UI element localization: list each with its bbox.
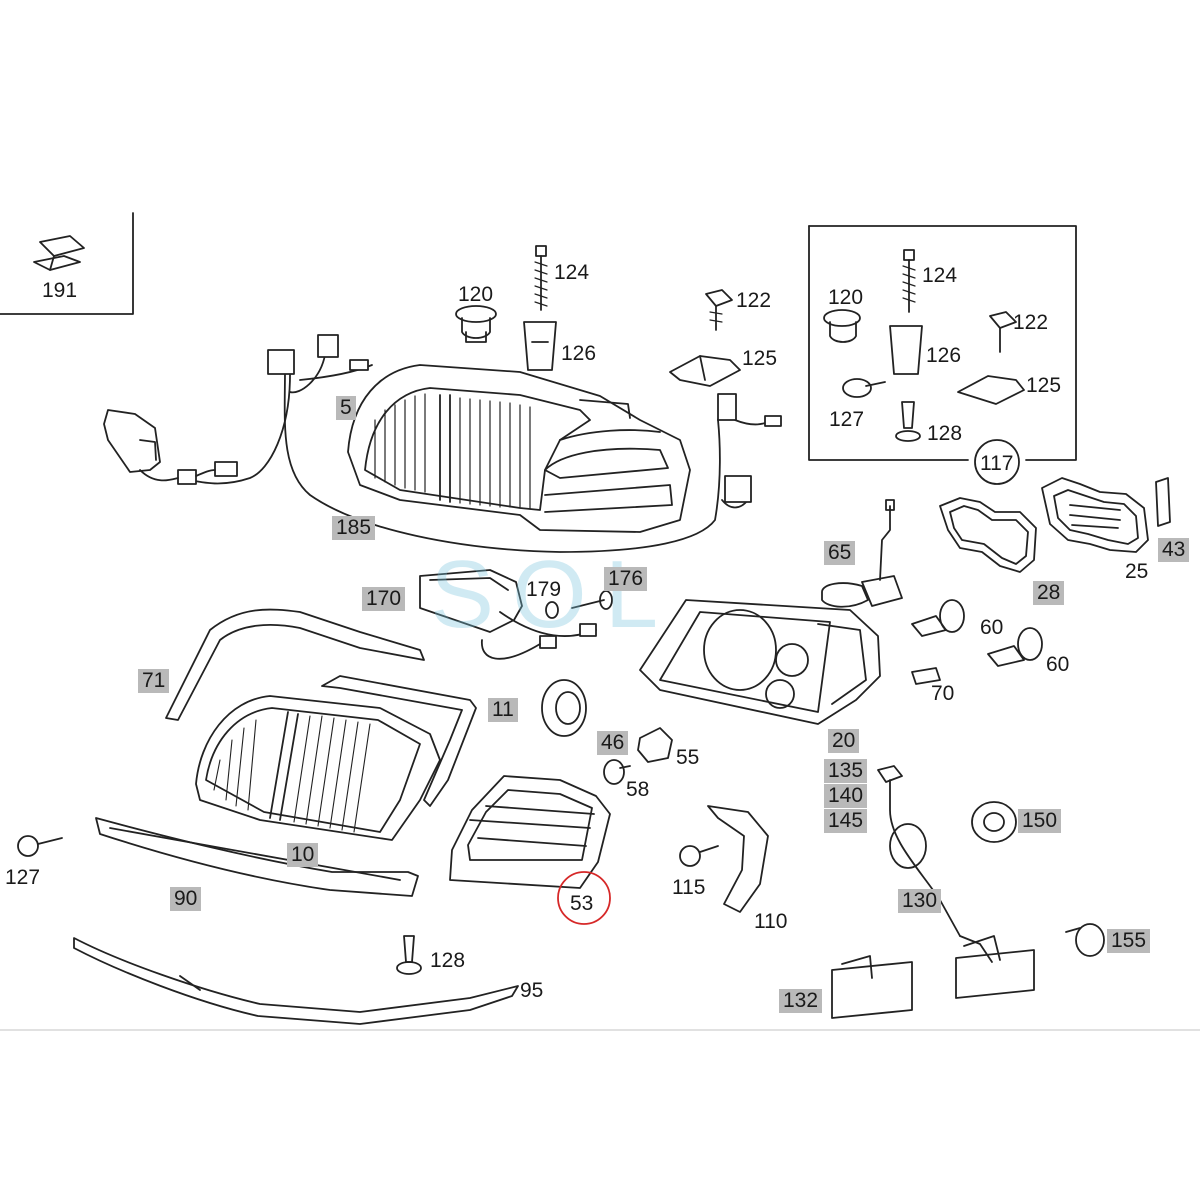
strip-95 xyxy=(73,937,519,1025)
callout-135: 135 xyxy=(824,759,868,783)
callout-170: 170 xyxy=(362,587,406,611)
callout-155: 155 xyxy=(1107,929,1151,953)
callout-71: 71 xyxy=(138,669,170,693)
callout-128-b: 128 xyxy=(927,422,963,445)
grommet-150 xyxy=(971,801,1017,843)
screw-128 xyxy=(396,935,422,975)
callout-140: 140 xyxy=(824,784,868,808)
callout-58: 58 xyxy=(626,778,650,801)
callout-125-b: 125 xyxy=(1026,374,1062,397)
callout-65: 65 xyxy=(824,541,856,565)
callout-126-a: 126 xyxy=(561,342,597,365)
bulb-155 xyxy=(1065,923,1105,957)
callout-145: 145 xyxy=(824,809,868,833)
callout-127-a: 127 xyxy=(5,866,41,889)
callout-130: 130 xyxy=(898,889,942,913)
bumper-trim-90 xyxy=(95,817,419,897)
callout-122-b: 122 xyxy=(1013,311,1049,334)
callout-120-b: 120 xyxy=(828,286,864,309)
callout-60-b: 60 xyxy=(1046,653,1070,676)
bracket-parts xyxy=(679,805,769,913)
callout-127-b: 127 xyxy=(829,408,865,431)
callout-179: 179 xyxy=(526,578,562,601)
turn-lamp-53 xyxy=(449,775,611,889)
callout-55: 55 xyxy=(676,746,700,769)
callout-5: 5 xyxy=(336,396,356,420)
callout-10: 10 xyxy=(287,843,319,867)
part-191-frame xyxy=(0,212,134,315)
callout-60-a: 60 xyxy=(980,616,1004,639)
screw-127 xyxy=(17,835,63,857)
callout-70: 70 xyxy=(931,682,955,705)
callout-20: 20 xyxy=(828,729,860,753)
callout-117: 117 xyxy=(980,452,1014,475)
callout-124-a: 124 xyxy=(554,261,590,284)
wiring-harness xyxy=(139,334,782,553)
callout-11: 11 xyxy=(488,698,518,722)
lens-10 xyxy=(195,675,477,841)
callout-43: 43 xyxy=(1158,538,1190,562)
side-markers xyxy=(831,935,1035,1019)
callout-132: 132 xyxy=(779,989,823,1013)
part-53-highlight-circle xyxy=(557,871,611,925)
callout-stack-135-140-145: 135 140 145 xyxy=(824,759,868,833)
callout-28: 28 xyxy=(1033,581,1065,605)
callout-125-a: 125 xyxy=(742,347,778,370)
callout-128-a: 128 xyxy=(430,949,466,972)
watermark-text: SOL xyxy=(430,541,677,648)
callout-124-b: 124 xyxy=(922,264,958,287)
callout-126-b: 126 xyxy=(926,344,962,367)
fog-lamp xyxy=(419,569,613,660)
fastener-group-a xyxy=(455,245,741,387)
socket-harness xyxy=(877,765,993,963)
callout-185: 185 xyxy=(332,516,376,540)
reflector-housing xyxy=(639,599,881,725)
callout-120-a: 120 xyxy=(458,283,494,306)
trim-71 xyxy=(165,608,425,721)
callout-53: 53 xyxy=(570,892,594,915)
bulbs-60-70 xyxy=(911,599,1043,685)
callout-150: 150 xyxy=(1018,809,1062,833)
callout-122-a: 122 xyxy=(736,289,772,312)
callout-115: 115 xyxy=(672,876,706,899)
bulb-65 xyxy=(821,499,903,608)
callout-90: 90 xyxy=(170,887,202,911)
callout-25: 25 xyxy=(1125,560,1149,583)
side-lamp xyxy=(103,409,161,473)
callout-176: 176 xyxy=(604,567,648,591)
callout-95: 95 xyxy=(520,979,544,1002)
gaskets xyxy=(939,477,1171,573)
kit-117-box xyxy=(808,225,1077,485)
callout-110: 110 xyxy=(754,910,788,933)
callout-46: 46 xyxy=(597,731,629,755)
headlamp-assembly xyxy=(347,364,691,533)
callout-191: 191 xyxy=(42,279,78,302)
socket-parts xyxy=(541,679,673,785)
